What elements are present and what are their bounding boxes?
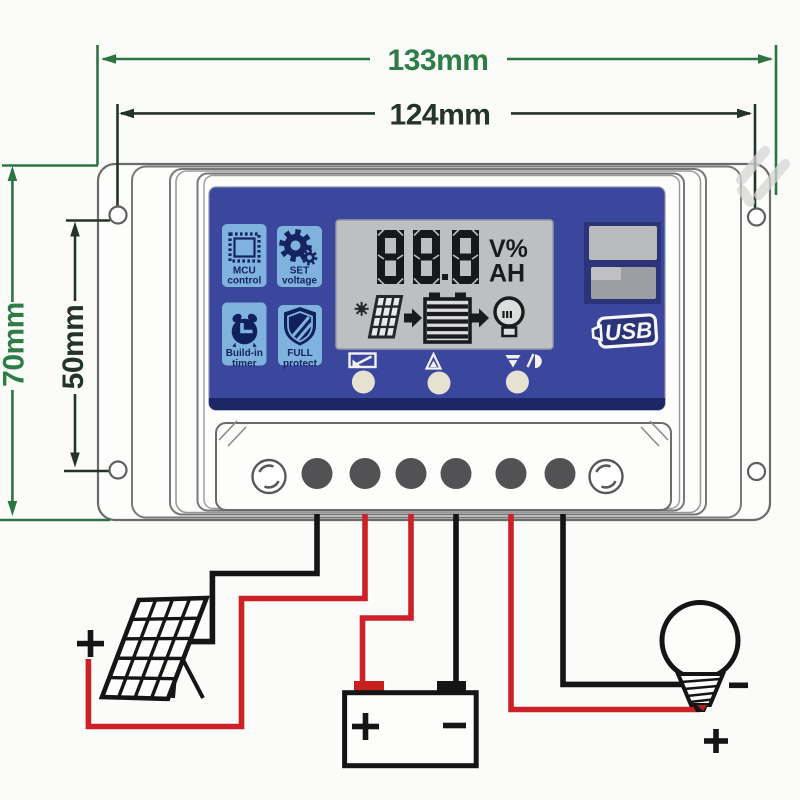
svg-text:control: control: [227, 276, 261, 287]
svg-text:133mm: 133mm: [388, 44, 489, 77]
svg-text:V%: V%: [489, 235, 528, 263]
svg-text:50mm: 50mm: [57, 305, 90, 390]
svg-text:USB: USB: [604, 317, 653, 345]
svg-text:Build-in: Build-in: [226, 348, 263, 359]
svg-text:timer: timer: [232, 359, 257, 370]
svg-text:SET: SET: [290, 266, 309, 277]
svg-text:MCU: MCU: [233, 266, 256, 277]
svg-text:FULL: FULL: [287, 348, 313, 359]
svg-text:AH: AH: [489, 260, 525, 288]
svg-text:70mm: 70mm: [0, 302, 31, 387]
svg-text:protect: protect: [283, 359, 318, 370]
svg-text:voltage: voltage: [282, 276, 317, 287]
svg-text:124mm: 124mm: [390, 99, 491, 132]
